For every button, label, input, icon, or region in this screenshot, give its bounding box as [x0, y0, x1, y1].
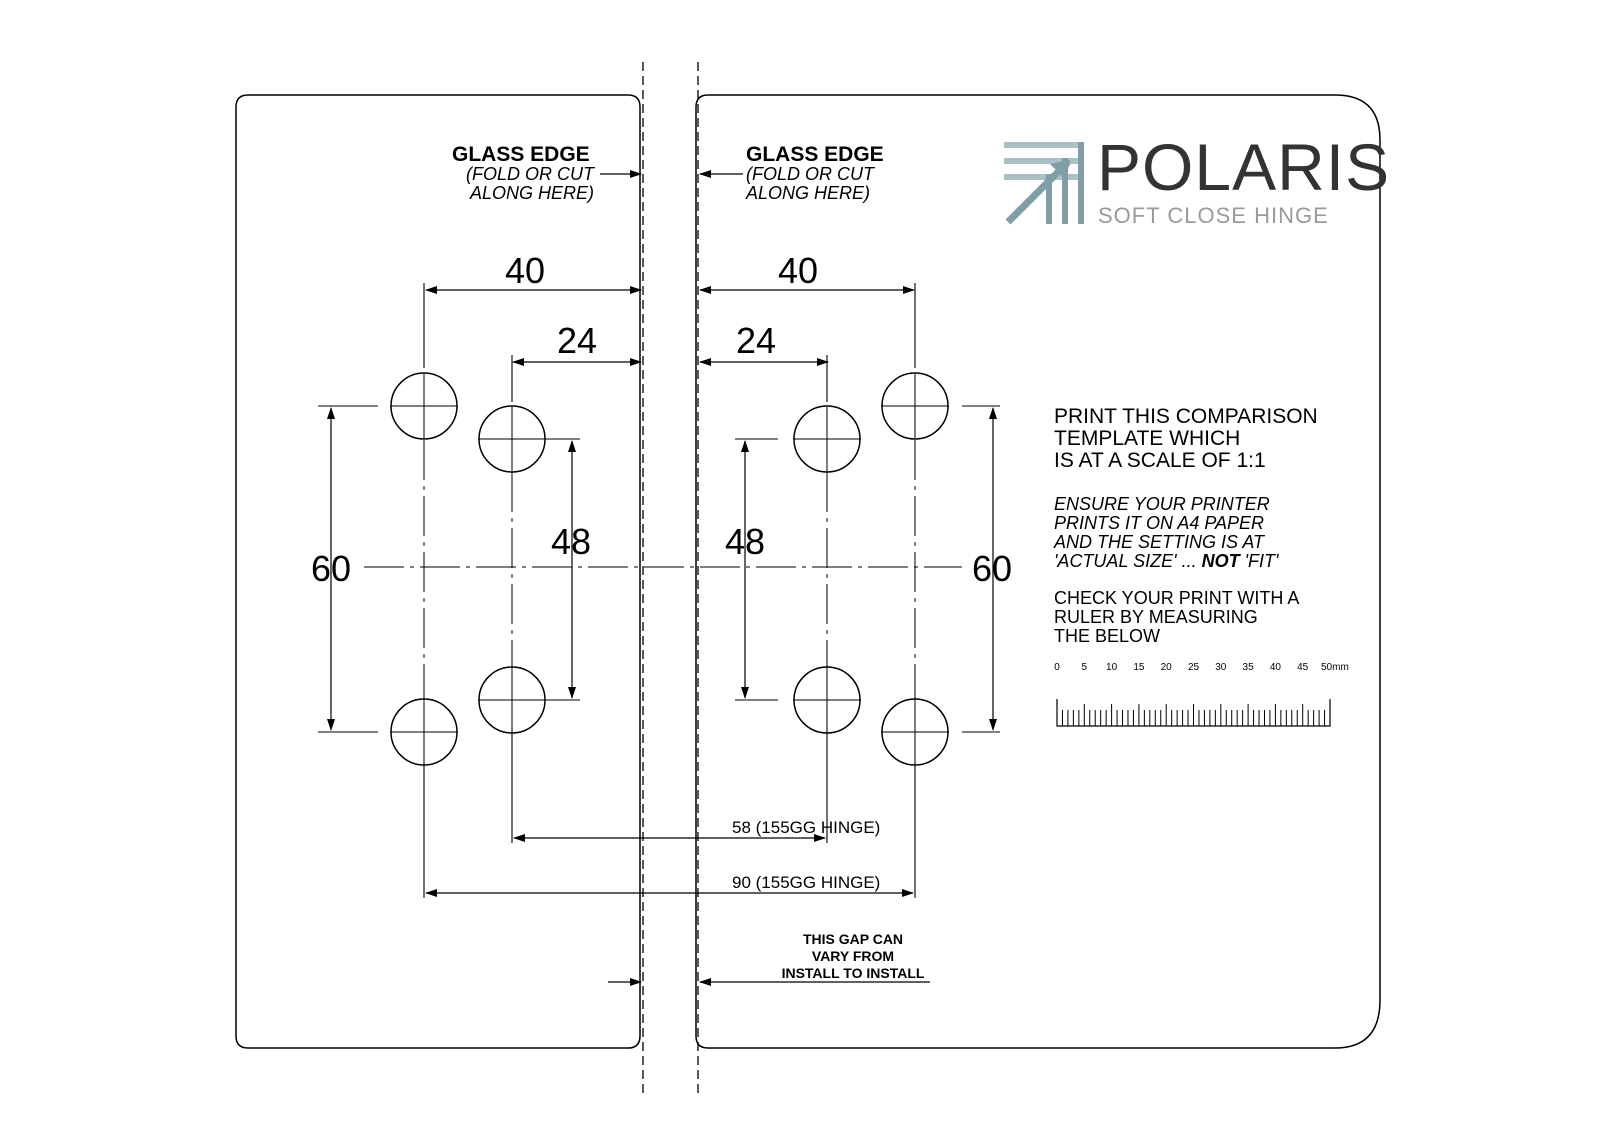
printer-note-3: AND THE SETTING IS AT [1053, 532, 1266, 552]
check-note-3: THE BELOW [1054, 626, 1160, 646]
ruler-label: 40 [1270, 662, 1282, 673]
printer-note-4-bold: NOT [1202, 551, 1242, 571]
printer-note-4-suffix: 'FIT' [1240, 551, 1279, 571]
ruler-label: 5 [1082, 662, 1088, 673]
ruler-label: 10 [1106, 662, 1118, 673]
glass-edge-line1-right: (FOLD OR CUT [746, 164, 876, 184]
glass-edge-title-right: GLASS EDGE [746, 143, 884, 166]
gap-note-line1: THIS GAP CAN [803, 931, 903, 947]
instructions-heading-3: IS AT A SCALE OF 1:1 [1054, 449, 1266, 472]
check-note-1: CHECK YOUR PRINT WITH A [1054, 588, 1299, 608]
instructions-heading-1: PRINT THIS COMPARISON [1054, 405, 1318, 428]
centerlines [364, 440, 962, 700]
ruler-label: 45 [1297, 662, 1309, 673]
dim-left-vertical-inner: 48 [551, 521, 591, 562]
printer-note-4: 'ACTUAL SIZE' ... NOT 'FIT' [1054, 551, 1279, 571]
right-glass-panel [695, 94, 1381, 1049]
hole-right-outer-bottom [881, 698, 949, 766]
dim-right-outer: 40 [778, 250, 818, 291]
dim-right-vertical-outer: 60 [972, 548, 1012, 589]
hole-left-outer-top [390, 372, 458, 440]
brand-name: POLARIS [1097, 130, 1390, 204]
ruler-label: 20 [1161, 662, 1173, 673]
ruler-label: 25 [1188, 662, 1200, 673]
ruler-label: 0 [1054, 662, 1060, 673]
dim-left-inner: 24 [557, 320, 597, 361]
glass-edge-line1-left: (FOLD OR CUT [466, 164, 596, 184]
glass-edge-line2-right: ALONG HERE) [745, 183, 870, 203]
ruler-label: 35 [1243, 662, 1255, 673]
gap-note-line3: INSTALL TO INSTALL [782, 965, 925, 981]
dim-span-inner: 58 (155GG HINGE) [732, 818, 880, 837]
glass-edge-line2-left: ALONG HERE) [469, 183, 594, 203]
polaris-logo-mark-icon [1004, 142, 1084, 225]
ruler-label: 15 [1133, 662, 1145, 673]
ruler-label: 50mm [1321, 662, 1349, 673]
brand-tagline: SOFT CLOSE HINGE [1098, 203, 1329, 228]
gap-note-line2: VARY FROM [812, 948, 894, 964]
check-note-2: RULER BY MEASURING [1054, 607, 1258, 627]
hole-right-inner-top [793, 405, 861, 473]
extension-lines [318, 283, 1000, 898]
hole-right-outer-top [881, 372, 949, 440]
printer-note-4-prefix: 'ACTUAL SIZE' ... [1054, 551, 1202, 571]
hole-right-inner-bottom [793, 666, 861, 734]
hole-left-inner-top [478, 405, 546, 473]
dim-left-vertical-outer: 60 [311, 548, 351, 589]
hole-left-outer-bottom [390, 698, 458, 766]
dim-right-vertical-inner: 48 [725, 521, 765, 562]
glass-edge-title-left: GLASS EDGE [452, 143, 590, 166]
hole-left-inner-bottom [478, 666, 546, 734]
dim-right-inner: 24 [736, 320, 776, 361]
printer-note-1: ENSURE YOUR PRINTER [1054, 494, 1270, 514]
dim-left-outer: 40 [505, 250, 545, 291]
left-glass-panel [235, 94, 641, 1049]
measuring-ruler: 0 5 10 15 20 25 30 35 40 45 50mm [1054, 662, 1349, 727]
instructions-heading-2: TEMPLATE WHICH [1054, 427, 1240, 450]
dim-span-outer: 90 (155GG HINGE) [732, 873, 880, 892]
printer-note-2: PRINTS IT ON A4 PAPER [1054, 513, 1264, 533]
ruler-label: 30 [1215, 662, 1227, 673]
